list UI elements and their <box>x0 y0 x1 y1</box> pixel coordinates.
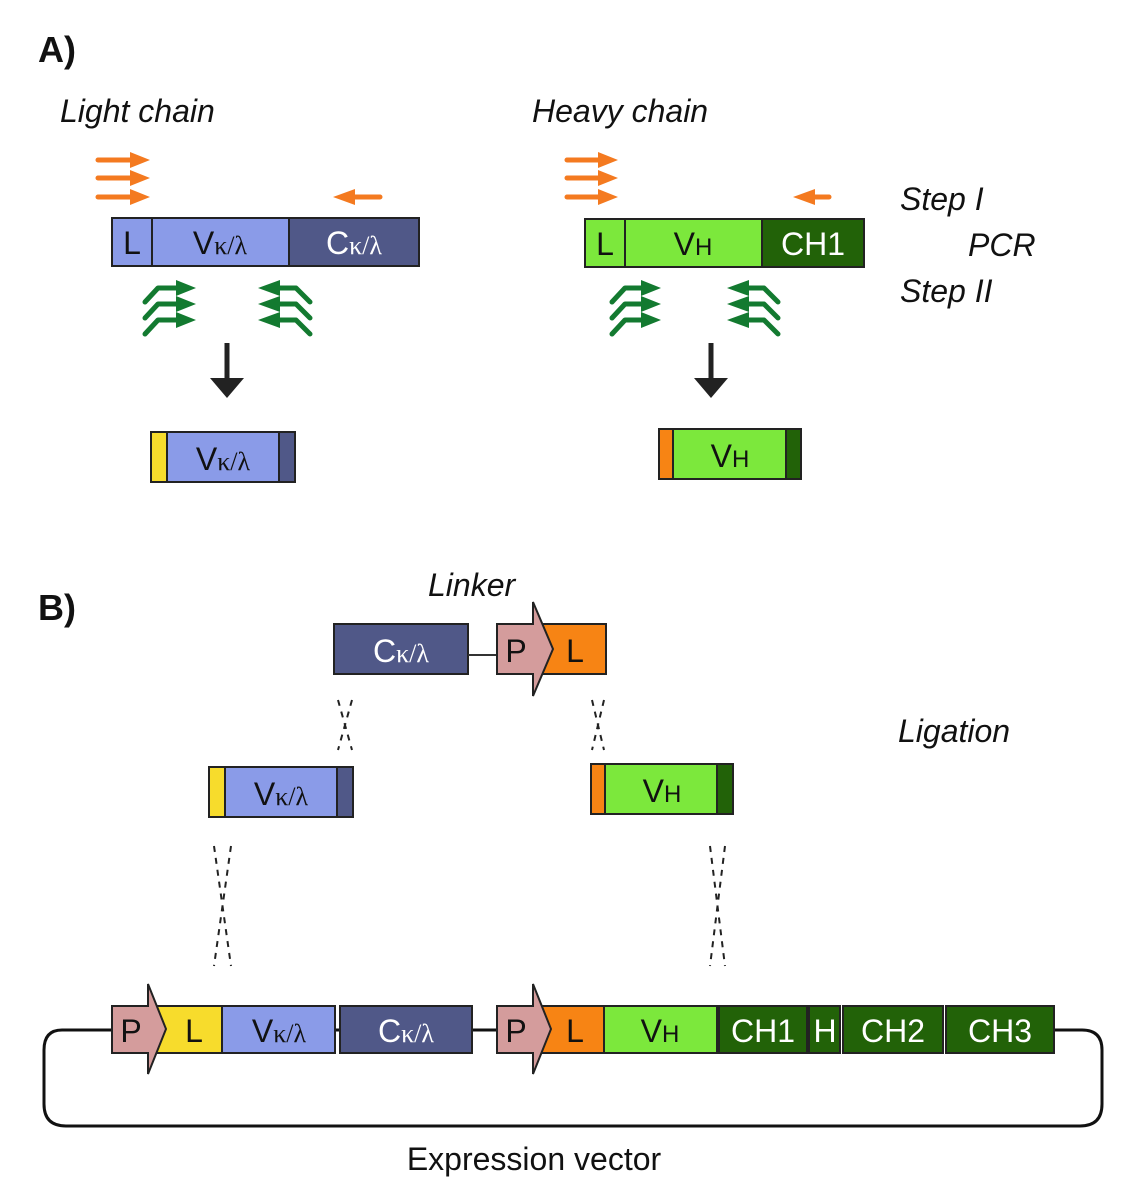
heavy-fragment-constant-tag <box>716 763 734 815</box>
heavy-leader-segment <box>584 218 626 268</box>
heavy-fragment-leader-tag <box>590 763 606 815</box>
heavy-chain-title: Heavy chain <box>532 93 708 129</box>
heavy-pcr-product: VH <box>658 428 802 480</box>
heavy-fragment: VH <box>590 763 734 815</box>
vector-promoter2-arrow <box>496 983 553 1075</box>
ligation-junction-right-lower <box>709 845 726 967</box>
light-reverse-primer-icon <box>333 189 383 205</box>
linker-construct: Cκ/λ P L <box>333 601 607 697</box>
heavy-reverse-primer-icon <box>793 189 832 205</box>
vector-vlight-label: Vκ/λ <box>252 1013 307 1049</box>
heavy-fragment-label: VH <box>643 773 682 809</box>
heavy-product-leader-tag <box>658 428 674 480</box>
vector-vheavy-segment <box>603 1005 718 1054</box>
step-two-label: Step II <box>900 273 993 309</box>
light-nested-reverse-primers-icon <box>258 280 313 337</box>
light-constant-segment <box>288 217 420 267</box>
linker-constant-segment <box>333 623 469 675</box>
vector-leader1-label: L <box>185 1013 203 1049</box>
vector-clight-segment <box>339 1005 473 1054</box>
heavy-variable-segment <box>624 218 763 268</box>
vector-hinge-label: H <box>813 1013 836 1049</box>
ligation-junction-right-upper <box>591 699 605 751</box>
expression-vector: P L Vκ/λ Cκ/λ P L VH CH1 H CH2 CH3 <box>111 983 1055 1075</box>
linker-title: Linker <box>428 567 517 603</box>
vector-ch3-label: CH3 <box>968 1013 1032 1049</box>
light-variable-segment <box>151 217 290 267</box>
light-chain-gene: L Vκ/λ Cκ/λ <box>111 217 420 267</box>
light-fragment-leader-tag <box>208 766 226 818</box>
linker-leader-label: L <box>566 633 584 669</box>
light-fragment: Vκ/λ <box>208 766 354 818</box>
vector-ch1-segment <box>718 1005 808 1054</box>
heavy-forward-primers-icon <box>564 152 618 205</box>
vector-clight-label: Cκ/λ <box>378 1013 434 1049</box>
vector-hinge-segment <box>808 1005 841 1054</box>
light-down-arrow-icon <box>210 343 244 398</box>
light-pcr-product: Vκ/λ <box>150 431 296 483</box>
heavy-ch1-label: CH1 <box>781 226 845 262</box>
expression-vector-caption: Expression vector <box>407 1141 662 1177</box>
heavy-down-arrow-icon <box>694 343 728 398</box>
heavy-ch1-segment <box>761 218 865 268</box>
linker-constant-label: Cκ/λ <box>373 633 429 669</box>
light-fragment-variable <box>224 766 338 818</box>
vector-ch3-segment <box>945 1005 1055 1054</box>
light-fragment-constant-tag <box>336 766 354 818</box>
vector-backbone <box>42 1028 1104 1128</box>
vector-vlight-segment <box>221 1005 336 1054</box>
light-product-leader-tag <box>150 431 168 483</box>
light-product-constant-tag <box>278 431 296 483</box>
heavy-leader-label: L <box>596 226 614 262</box>
heavy-nested-forward-primers-icon <box>609 280 661 337</box>
linker-promoter-arrow <box>496 601 555 697</box>
heavy-product-label: VH <box>711 438 750 474</box>
pcr-label: PCR <box>968 227 1036 263</box>
vector-ch2-label: CH2 <box>861 1013 925 1049</box>
light-nested-forward-primers-icon <box>142 280 196 337</box>
panel-a-label: A) <box>38 29 76 70</box>
light-variable-label: Vκ/λ <box>193 225 248 261</box>
light-product-label: Vκ/λ <box>196 441 251 477</box>
heavy-product-constant-tag <box>785 428 802 480</box>
heavy-product-variable <box>672 428 787 480</box>
step-one-label: Step I <box>900 181 984 217</box>
heavy-variable-label: VH <box>674 226 713 262</box>
light-fragment-label: Vκ/λ <box>254 776 309 812</box>
vector-promoter1-label: P <box>120 1013 141 1049</box>
vector-vheavy-label: VH <box>641 1013 680 1049</box>
ligation-junction-left-lower <box>213 845 232 967</box>
vector-ch2-segment <box>842 1005 944 1054</box>
light-constant-label: Cκ/λ <box>326 225 382 261</box>
vector-promoter2-label: P <box>505 1013 526 1049</box>
vector-ch1-label: CH1 <box>731 1013 795 1049</box>
heavy-chain-gene: L VH CH1 <box>584 218 865 268</box>
light-chain-title: Light chain <box>60 93 215 129</box>
linker-promoter-label: P <box>505 633 526 669</box>
ligation-junction-left-upper <box>337 699 353 751</box>
light-leader-label: L <box>123 225 141 261</box>
ligation-label: Ligation <box>898 713 1010 749</box>
vector-leader2-label: L <box>566 1013 584 1049</box>
light-leader-segment <box>111 217 153 267</box>
heavy-fragment-variable <box>604 763 718 815</box>
vector-promoter1-arrow <box>111 983 168 1075</box>
panel-b-label: B) <box>38 587 76 628</box>
light-forward-primers-icon <box>95 152 150 205</box>
heavy-nested-reverse-primers-icon <box>727 280 781 337</box>
